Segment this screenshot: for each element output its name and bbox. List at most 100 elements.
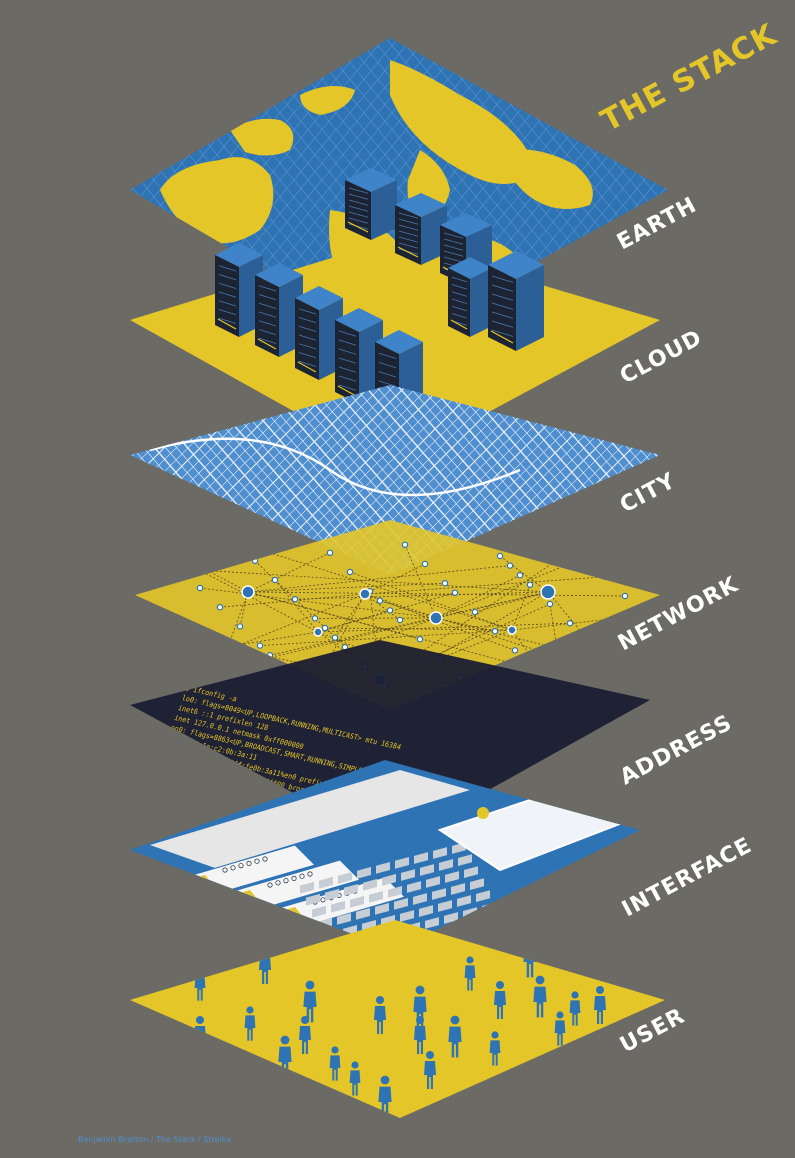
continent-shape bbox=[230, 118, 294, 156]
network-link bbox=[379, 600, 437, 619]
keyboard-key bbox=[414, 852, 428, 864]
keyboard-key bbox=[350, 895, 364, 908]
keyboard-key bbox=[337, 912, 351, 925]
user-figure bbox=[554, 1011, 566, 1046]
user-figure bbox=[594, 986, 606, 1024]
network-link bbox=[234, 541, 513, 631]
network-node bbox=[621, 592, 629, 600]
network-node bbox=[216, 604, 224, 611]
network-link bbox=[334, 593, 366, 638]
network-node bbox=[196, 584, 204, 592]
network-node bbox=[471, 608, 479, 616]
network-link bbox=[404, 544, 437, 619]
keyboard-key bbox=[438, 900, 452, 912]
user-figure bbox=[278, 1035, 292, 1078]
network-link bbox=[364, 563, 426, 595]
keyboard-key bbox=[356, 907, 370, 920]
interface-layer bbox=[130, 760, 640, 950]
network-node bbox=[236, 623, 244, 630]
network-hub bbox=[359, 588, 371, 600]
keyboard-key bbox=[451, 883, 465, 895]
network-node bbox=[271, 576, 279, 584]
main-avenue bbox=[149, 437, 521, 497]
network-link bbox=[349, 571, 513, 631]
network-link bbox=[309, 593, 366, 694]
server-rack bbox=[395, 193, 447, 265]
keyboard-key bbox=[458, 854, 472, 866]
keyboard-key bbox=[470, 878, 484, 890]
network-node bbox=[326, 549, 334, 557]
network-node bbox=[421, 560, 429, 568]
network-link bbox=[511, 584, 531, 631]
keyboard-key bbox=[331, 900, 345, 913]
keyboard-key bbox=[413, 893, 427, 905]
keyboard-key bbox=[300, 881, 314, 894]
network-link bbox=[435, 557, 586, 619]
network-plane bbox=[135, 520, 660, 710]
keyboard-key bbox=[439, 859, 453, 871]
network-link bbox=[364, 593, 631, 682]
user-figure bbox=[378, 1075, 392, 1118]
network-link bbox=[247, 552, 331, 593]
network-node bbox=[321, 624, 329, 632]
network-link bbox=[204, 591, 549, 674]
keyboard-key bbox=[457, 895, 471, 907]
keyboard-key bbox=[382, 874, 396, 886]
keyboard-key bbox=[369, 891, 383, 903]
network-hub bbox=[507, 625, 517, 635]
user-figure bbox=[424, 1051, 436, 1089]
keyboard-key bbox=[420, 864, 434, 876]
network-link bbox=[179, 568, 549, 593]
network-node bbox=[396, 616, 404, 624]
network-node bbox=[511, 647, 519, 654]
network-hub bbox=[540, 584, 556, 600]
network-link bbox=[247, 591, 536, 670]
credit-line: Benjamin Bratton / The Stack / Strelka bbox=[78, 1135, 231, 1144]
user-figure bbox=[299, 1016, 311, 1054]
keyboard-key bbox=[476, 890, 490, 902]
user-figure bbox=[569, 991, 581, 1026]
keyboard-key bbox=[445, 871, 459, 883]
network-node bbox=[346, 568, 354, 576]
network-link bbox=[499, 555, 549, 593]
keyboard-key bbox=[425, 917, 439, 929]
interface-panel bbox=[150, 770, 470, 868]
keyboard-key bbox=[419, 905, 433, 917]
network-node bbox=[496, 552, 504, 560]
keyboard-key bbox=[344, 883, 358, 896]
network-node bbox=[441, 580, 449, 587]
network-node bbox=[546, 600, 554, 608]
keyboard-key bbox=[312, 905, 326, 918]
network-hub bbox=[241, 585, 255, 599]
keyboard-key bbox=[432, 888, 446, 900]
network-link bbox=[194, 593, 366, 664]
network-node bbox=[516, 572, 524, 579]
network-link bbox=[247, 582, 446, 593]
network-node bbox=[331, 634, 339, 641]
keyboard-key bbox=[401, 869, 415, 881]
network-node bbox=[376, 597, 384, 605]
cloud-layer bbox=[130, 168, 660, 465]
continent-shape bbox=[160, 157, 274, 244]
keyboard-key bbox=[395, 857, 409, 869]
keyboard-key bbox=[319, 876, 333, 889]
keyboard-key bbox=[400, 910, 414, 922]
keyboard-key bbox=[306, 893, 320, 906]
network-node bbox=[526, 581, 534, 589]
network-link bbox=[439, 629, 513, 659]
user-figure bbox=[494, 981, 506, 1019]
server-rack bbox=[345, 168, 397, 240]
network-hub bbox=[429, 611, 443, 625]
server-rack bbox=[448, 257, 492, 337]
location-pin-icon bbox=[477, 807, 489, 819]
user-figure bbox=[244, 1006, 256, 1041]
network-link bbox=[369, 591, 381, 681]
keyboard-key bbox=[433, 847, 447, 859]
keyboard-key bbox=[363, 878, 377, 891]
keyboard-key bbox=[357, 866, 371, 879]
address-plane bbox=[130, 640, 650, 845]
user-figure bbox=[303, 980, 317, 1023]
continent-shape bbox=[390, 60, 532, 184]
